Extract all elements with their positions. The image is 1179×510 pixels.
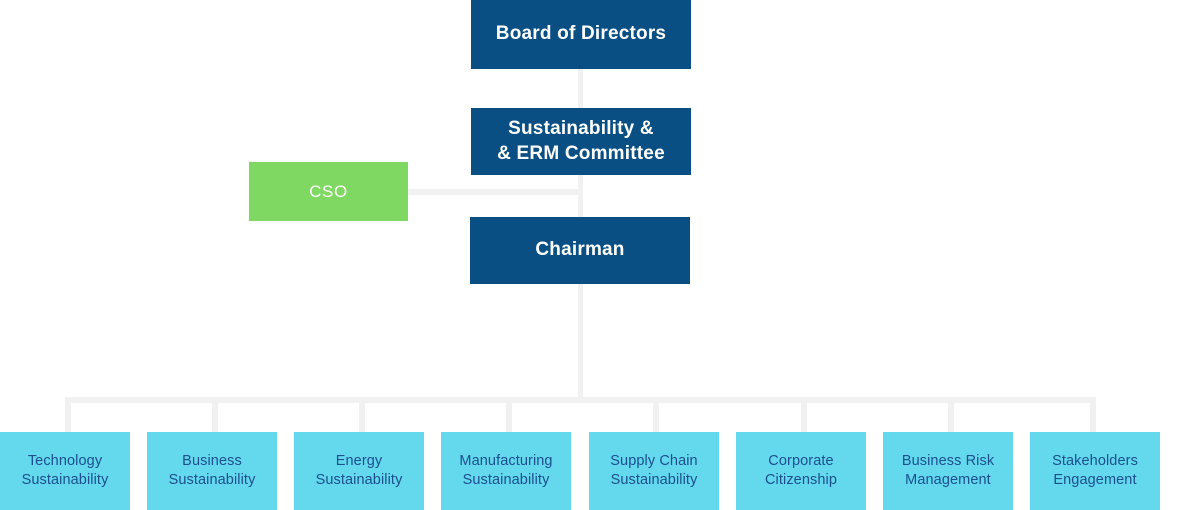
node-business-sustainability-label-line2: Sustainability — [168, 472, 256, 488]
node-business-sustainability-label-line1: Business — [182, 453, 242, 470]
node-stakeholders-engagement-label-line2: Engagement — [1053, 472, 1137, 488]
node-sustainability-erm-committee[interactable]: Sustainability & & ERM Committee — [471, 108, 691, 175]
node-board-of-directors[interactable]: Board of Directors — [471, 0, 691, 69]
node-technology-sustainability-label-line1: Technology — [27, 453, 103, 470]
connector-chairman-trunk-vertical — [578, 284, 583, 397]
node-stakeholders-engagement-label-line1: Stakeholders — [1052, 453, 1138, 470]
connector-committee-to-chairman — [578, 175, 583, 217]
node-technology-sustainability[interactable]: Technology Sustainability — [0, 432, 130, 510]
node-cso[interactable]: CSO — [249, 162, 408, 221]
node-chairman-label: Chairman — [535, 239, 625, 261]
node-manufacturing-sustainability[interactable]: Manufacturing Sustainability — [441, 432, 571, 510]
node-supply-chain-sustainability[interactable]: Supply Chain Sustainability — [589, 432, 719, 510]
connector-drop-business-sustainability — [212, 397, 218, 435]
connector-drop-business-risk-management — [948, 397, 954, 435]
node-chairman[interactable]: Chairman — [470, 217, 690, 284]
node-energy-sustainability-label-line2: Sustainability — [315, 472, 403, 488]
node-cso-label: CSO — [309, 181, 348, 201]
node-corporate-citizenship-label-line2: Citizenship — [764, 472, 838, 488]
node-business-risk-management-label-line2: Management — [905, 472, 991, 488]
connector-drop-technology-sustainability — [65, 397, 71, 435]
node-energy-sustainability-label-line1: Energy — [335, 453, 383, 470]
node-manufacturing-sustainability-label-line2: Sustainability — [462, 472, 550, 488]
connector-units-horizontal-bus — [65, 397, 1096, 403]
node-corporate-citizenship[interactable]: Corporate Citizenship — [736, 432, 866, 510]
node-energy-sustainability[interactable]: Energy Sustainability — [294, 432, 424, 510]
connector-drop-corporate-citizenship — [801, 397, 807, 435]
connector-drop-stakeholders-engagement — [1090, 397, 1096, 435]
node-sustainability-erm-committee-label-line1: Sustainability & — [508, 118, 654, 140]
node-business-risk-management[interactable]: Business Risk Management — [883, 432, 1013, 510]
node-supply-chain-sustainability-label-line2: Sustainability — [610, 472, 698, 488]
connector-drop-manufacturing-sustainability — [506, 397, 512, 435]
node-sustainability-erm-committee-label-line2: & ERM Committee — [497, 142, 665, 164]
node-business-risk-management-label-line1: Business Risk — [901, 453, 995, 470]
node-stakeholders-engagement[interactable]: Stakeholders Engagement — [1030, 432, 1160, 510]
connector-cso-to-trunk — [408, 189, 583, 195]
connector-drop-energy-sustainability — [359, 397, 365, 435]
node-business-sustainability[interactable]: Business Sustainability — [147, 432, 277, 510]
node-manufacturing-sustainability-label-line1: Manufacturing — [459, 453, 553, 470]
node-supply-chain-sustainability-label-line1: Supply Chain — [610, 453, 698, 470]
node-corporate-citizenship-label-line1: Corporate — [768, 453, 834, 470]
connector-board-to-committee — [578, 69, 583, 108]
connector-drop-supply-chain-sustainability — [653, 397, 659, 435]
node-board-of-directors-label: Board of Directors — [495, 23, 667, 45]
node-technology-sustainability-label-line2: Sustainability — [21, 472, 109, 488]
